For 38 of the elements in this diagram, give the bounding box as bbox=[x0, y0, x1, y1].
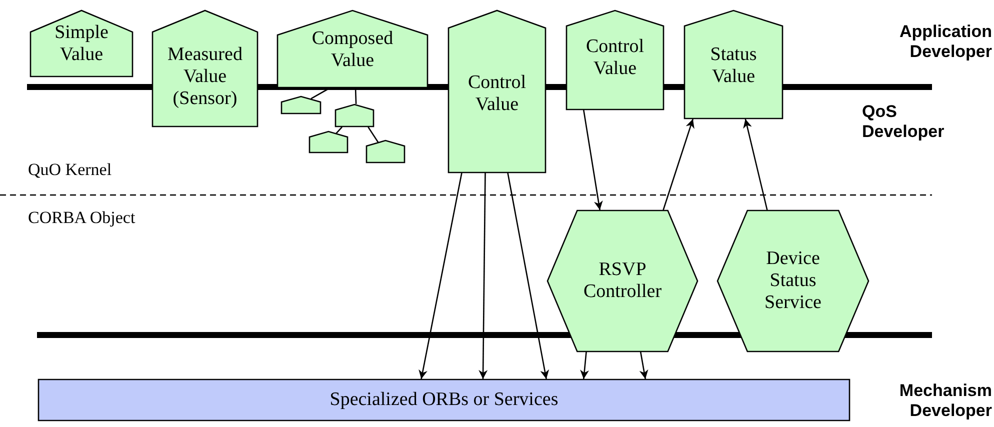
connector-line bbox=[310, 87, 330, 100]
node-label: Specialized ORBs or Services bbox=[330, 389, 558, 411]
arrow bbox=[583, 110, 603, 210]
value-box bbox=[152, 10, 258, 127]
arrow bbox=[478, 173, 488, 379]
small-value-shape bbox=[309, 131, 348, 153]
arrow bbox=[639, 352, 648, 380]
node-label: Control Value bbox=[466, 72, 528, 116]
small-value-shape bbox=[281, 96, 321, 114]
arrow bbox=[662, 118, 694, 210]
arrow bbox=[743, 118, 768, 210]
node-label: Simple Value bbox=[54, 22, 110, 66]
layer-label: QuO Kernel bbox=[28, 160, 112, 180]
services-bar bbox=[38, 379, 850, 421]
value-box bbox=[448, 10, 546, 173]
connector-line bbox=[354, 88, 357, 104]
node-label: Device Status Service bbox=[764, 248, 822, 314]
arrow bbox=[418, 172, 462, 380]
node-label: RSVP Controller bbox=[582, 259, 663, 303]
value-box bbox=[684, 10, 783, 119]
small-value-shape bbox=[335, 104, 374, 127]
node-label: Composed Value bbox=[310, 28, 394, 72]
arrow bbox=[580, 352, 589, 380]
role-label: Mechanism Developer bbox=[898, 381, 992, 422]
value-box bbox=[277, 10, 428, 88]
connector-line bbox=[368, 126, 380, 145]
value-box bbox=[566, 10, 664, 110]
service-hexagon bbox=[717, 210, 869, 352]
node-label: Control Value bbox=[584, 36, 646, 80]
service-hexagon bbox=[547, 210, 698, 352]
small-value-shape bbox=[366, 140, 405, 163]
role-label: QoS Developer bbox=[862, 102, 946, 143]
arrow bbox=[507, 172, 550, 380]
node-label: Measured Value (Sensor) bbox=[166, 44, 244, 110]
role-label: Application Developer bbox=[898, 22, 992, 63]
value-box bbox=[30, 10, 133, 77]
layer-label: CORBA Object bbox=[28, 208, 136, 228]
node-label: Status Value bbox=[709, 44, 758, 88]
